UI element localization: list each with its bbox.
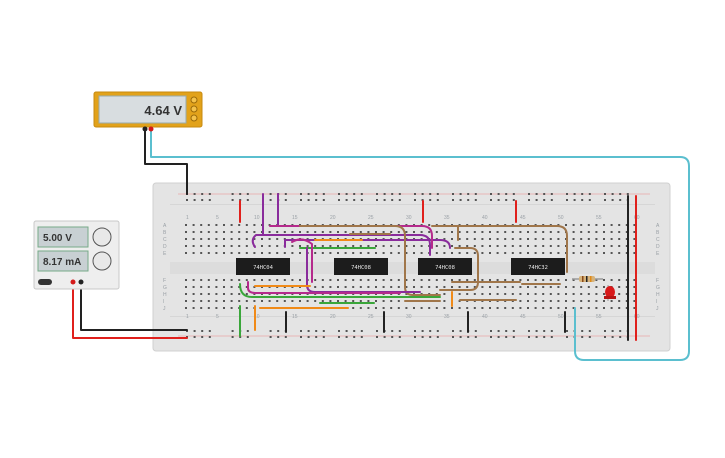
wire-brown[interactable] <box>299 225 441 296</box>
col-num: 35 <box>444 314 450 320</box>
wire-red-supply[interactable] <box>72 282 188 339</box>
col-num: 40 <box>482 215 488 221</box>
breadboard[interactable]: 1 5 10 15 20 25 30 35 40 45 50 55 60 1 5… <box>152 182 671 352</box>
wire-brown[interactable] <box>431 225 568 273</box>
row-letter: G <box>163 285 167 291</box>
row-letters: A B C D E F G H I J A B C D E F G H I J <box>163 223 660 312</box>
current-display: 8.17 mA <box>43 257 81 268</box>
row-letter: C <box>656 237 660 243</box>
row-letter: A <box>163 223 167 229</box>
terminal-positive-icon[interactable] <box>70 279 76 285</box>
row-letter: A <box>656 223 660 229</box>
col-num: 5 <box>216 314 219 320</box>
row-letter: B <box>163 230 167 236</box>
chip-label: 74HC32 <box>528 265 548 271</box>
col-num: 55 <box>596 215 602 221</box>
col-num: 20 <box>330 314 336 320</box>
col-num: 1 <box>186 215 189 221</box>
multimeter-reading: 4.64 V <box>144 103 182 118</box>
row-letter: I <box>163 299 164 305</box>
col-num: 10 <box>254 215 260 221</box>
chip-74hc08[interactable]: 74HC08 <box>418 258 472 275</box>
row-letter: J <box>656 306 659 312</box>
col-num: 30 <box>406 215 412 221</box>
col-num: 20 <box>330 215 336 221</box>
row-letter: D <box>656 244 660 250</box>
mode-icon[interactable] <box>190 105 198 113</box>
col-num: 25 <box>368 314 374 320</box>
resistor[interactable] <box>572 276 603 282</box>
wire-purple[interactable] <box>251 234 431 256</box>
chip-74hc08[interactable]: 74HC08 <box>334 258 388 275</box>
col-num: 15 <box>292 314 298 320</box>
voltage-knob-icon[interactable] <box>92 227 112 247</box>
col-num: 45 <box>520 215 526 221</box>
probe-red-icon[interactable] <box>148 126 154 132</box>
wire-brown[interactable] <box>439 247 479 291</box>
power-switch[interactable] <box>38 279 52 285</box>
wire-purple[interactable] <box>284 239 451 249</box>
col-num: 30 <box>406 314 412 320</box>
row-letter: D <box>163 244 167 250</box>
wire-green[interactable] <box>239 283 441 298</box>
wire-magenta[interactable] <box>269 225 433 249</box>
row-letter: F <box>656 278 659 284</box>
row-letter: F <box>163 278 166 284</box>
probe-black-icon[interactable] <box>142 126 148 132</box>
wire-magenta[interactable] <box>247 281 401 294</box>
col-num: 10 <box>254 314 260 320</box>
chip-label: 74HC08 <box>351 265 371 271</box>
power-supply[interactable]: 5.00 V 8.17 mA <box>33 220 120 290</box>
mode-icon[interactable] <box>190 114 198 122</box>
chip-label: 74HC04 <box>253 265 274 271</box>
row-letter: I <box>656 299 657 305</box>
col-num: 50 <box>558 314 564 320</box>
multimeter[interactable]: 4.64 V <box>93 91 203 132</box>
terminal-negative-icon[interactable] <box>78 279 84 285</box>
row-letter: E <box>656 251 660 257</box>
row-letter: B <box>656 230 660 236</box>
voltage-display: 5.00 V <box>43 233 72 244</box>
col-num: 40 <box>482 314 488 320</box>
wire-black[interactable] <box>144 127 188 195</box>
led-red[interactable] <box>604 285 616 301</box>
row-letter: C <box>163 237 167 243</box>
col-num: 1 <box>186 314 189 320</box>
col-num: 5 <box>216 215 219 221</box>
row-letter: G <box>656 285 660 291</box>
chip-label: 74HC08 <box>435 265 455 271</box>
col-num: 45 <box>520 314 526 320</box>
mode-icon[interactable] <box>190 96 198 104</box>
wire-black-supply[interactable] <box>80 282 188 331</box>
col-num: 35 <box>444 215 450 221</box>
row-letter: E <box>163 251 167 257</box>
current-knob-icon[interactable] <box>92 251 112 271</box>
chip-74hc32[interactable]: 74HC32 <box>511 258 565 275</box>
col-num: 25 <box>368 215 374 221</box>
chip-74hc04[interactable]: 74HC04 <box>236 258 290 275</box>
wire-teal[interactable] <box>150 127 690 361</box>
col-num: 50 <box>558 215 564 221</box>
row-letter: H <box>656 292 660 298</box>
col-num: 15 <box>292 215 298 221</box>
row-letter: H <box>163 292 167 298</box>
row-letter: J <box>163 306 166 312</box>
col-num: 55 <box>596 314 602 320</box>
wire-magenta[interactable] <box>291 238 313 283</box>
